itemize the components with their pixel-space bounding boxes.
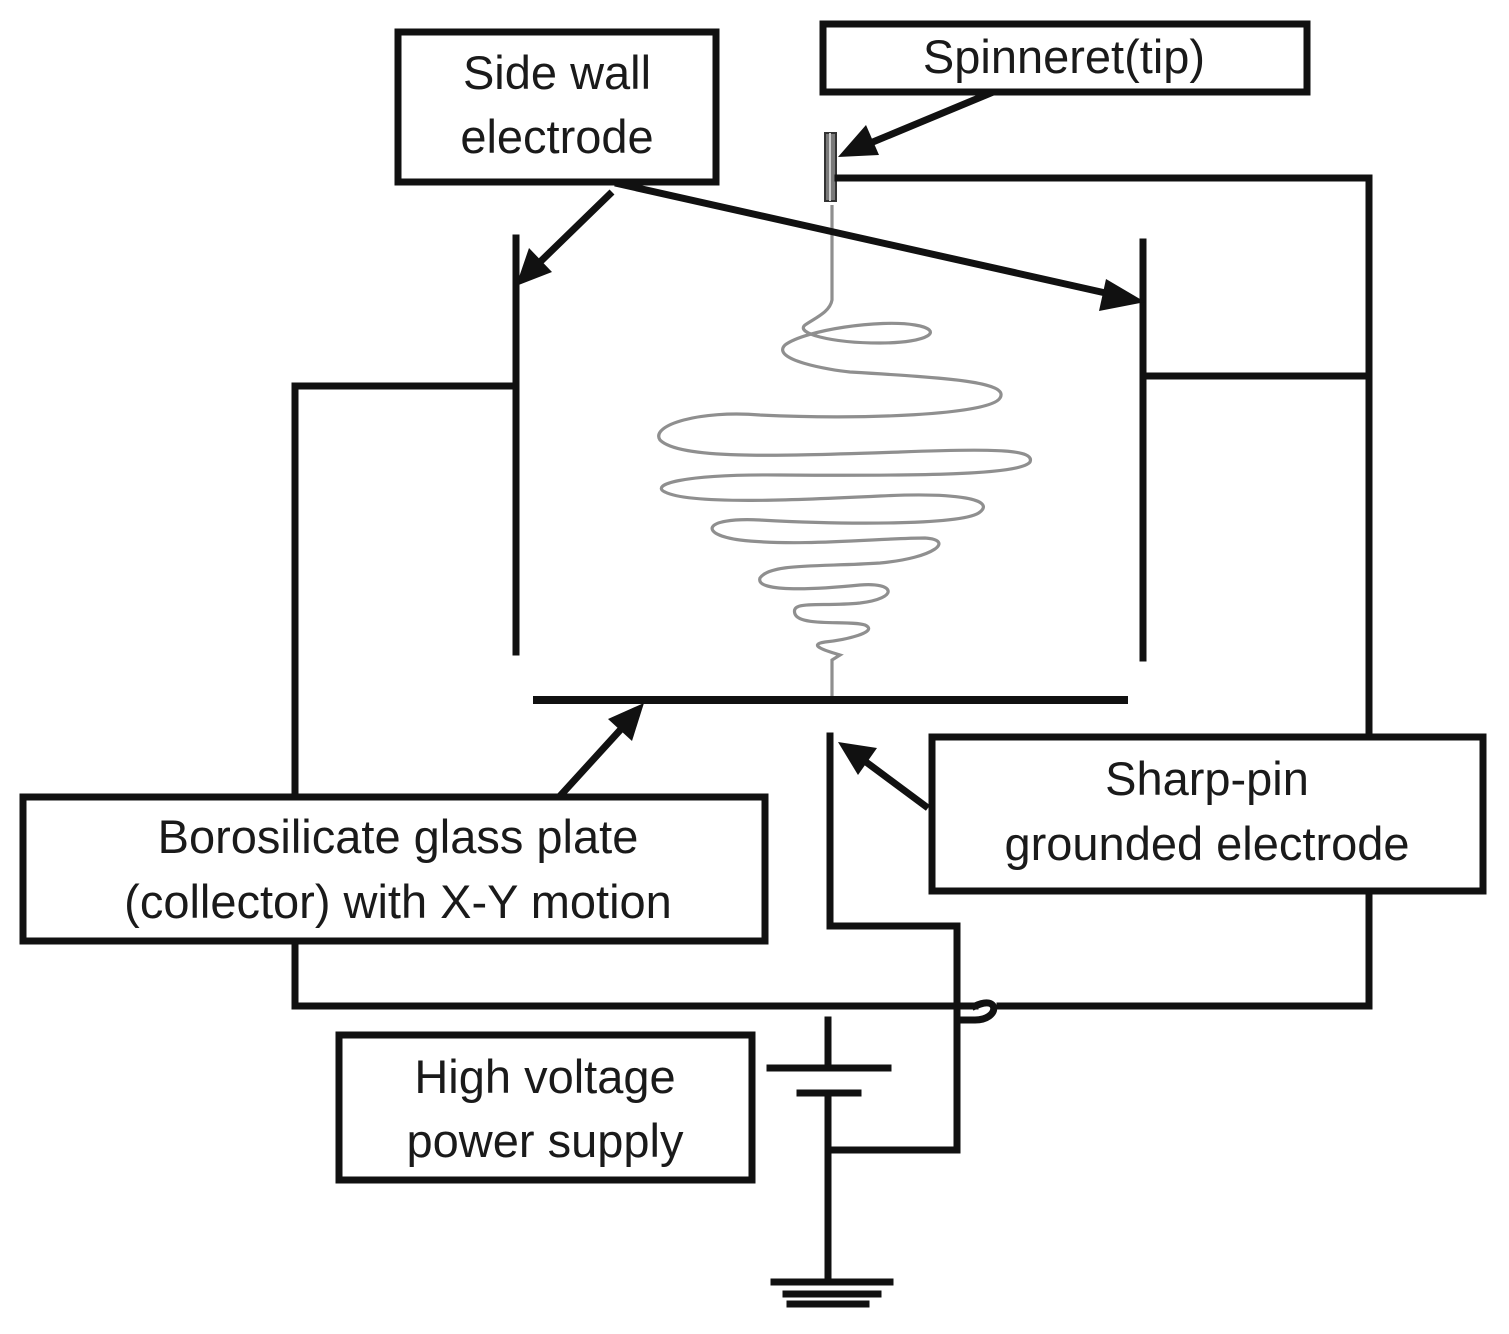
label-glass-plate: Borosilicate glass plate (collector) wit… [19, 793, 769, 945]
spinneret-feed-wire [834, 174, 1373, 744]
arrow-to-spinneret [838, 86, 1000, 157]
fiber-jet-spiral [657, 205, 1033, 696]
wire-crossover-hop [953, 999, 998, 1024]
svg-text:Spinneret(tip): Spinneret(tip) [923, 30, 1205, 83]
svg-text:(collector) with X-Y motion: (collector) with X-Y motion [124, 875, 672, 928]
label-side-wall-electrode: Side wall electrode [394, 28, 720, 186]
left-electrode-wire [291, 382, 979, 1010]
spinneret-needle [824, 132, 837, 202]
label-spinneret: Spinneret(tip) [819, 20, 1311, 96]
svg-text:electrode: electrode [460, 110, 653, 163]
battery-symbol [766, 1064, 892, 1097]
svg-text:Borosilicate glass plate: Borosilicate glass plate [158, 810, 639, 863]
label-sharp-pin: Sharp-pin grounded electrode [928, 733, 1487, 895]
svg-text:High voltage: High voltage [414, 1050, 675, 1103]
arrow-to-glass-plate [557, 703, 644, 799]
svg-text:power supply: power supply [407, 1114, 684, 1167]
arrow-to-left-side-wall [516, 189, 615, 286]
svg-text:Sharp-pin: Sharp-pin [1105, 752, 1309, 805]
sharp-pin-ground-wire [824, 776, 961, 1154]
label-power-supply: High voltage power supply [335, 1031, 756, 1184]
ground-symbol [770, 1278, 894, 1308]
svg-text:Side wall: Side wall [463, 46, 651, 99]
arrow-to-sharp-pin [838, 742, 931, 811]
svg-text:grounded electrode: grounded electrode [1004, 817, 1409, 870]
arrow-to-right-side-wall [614, 179, 1145, 311]
